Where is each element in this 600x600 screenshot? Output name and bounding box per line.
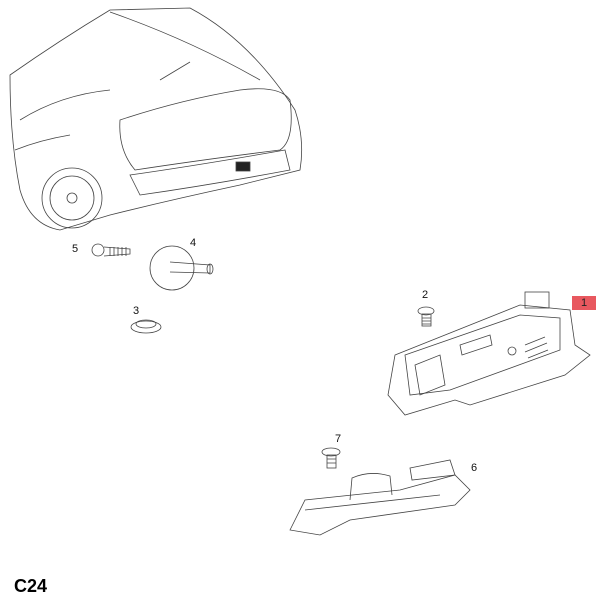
car-rear-view [9,7,303,231]
callout-7[interactable]: 7 [335,433,342,445]
lock-actuator-1 [387,291,591,416]
grommet-3 [130,319,162,334]
screw-7 [321,447,341,469]
lock-cover-6 [289,459,471,536]
callout-4[interactable]: 4 [190,237,197,249]
screw-2 [417,306,435,327]
diagram-code: C24 [14,576,48,596]
bolt-5 [91,243,131,257]
callout-6[interactable]: 6 [471,462,478,474]
callout-5[interactable]: 5 [72,243,79,255]
buffer-4 [149,245,214,291]
callout-2[interactable]: 2 [422,289,429,301]
callout-3[interactable]: 3 [133,305,140,317]
callout-1-highlighted[interactable]: 1 [572,296,596,310]
